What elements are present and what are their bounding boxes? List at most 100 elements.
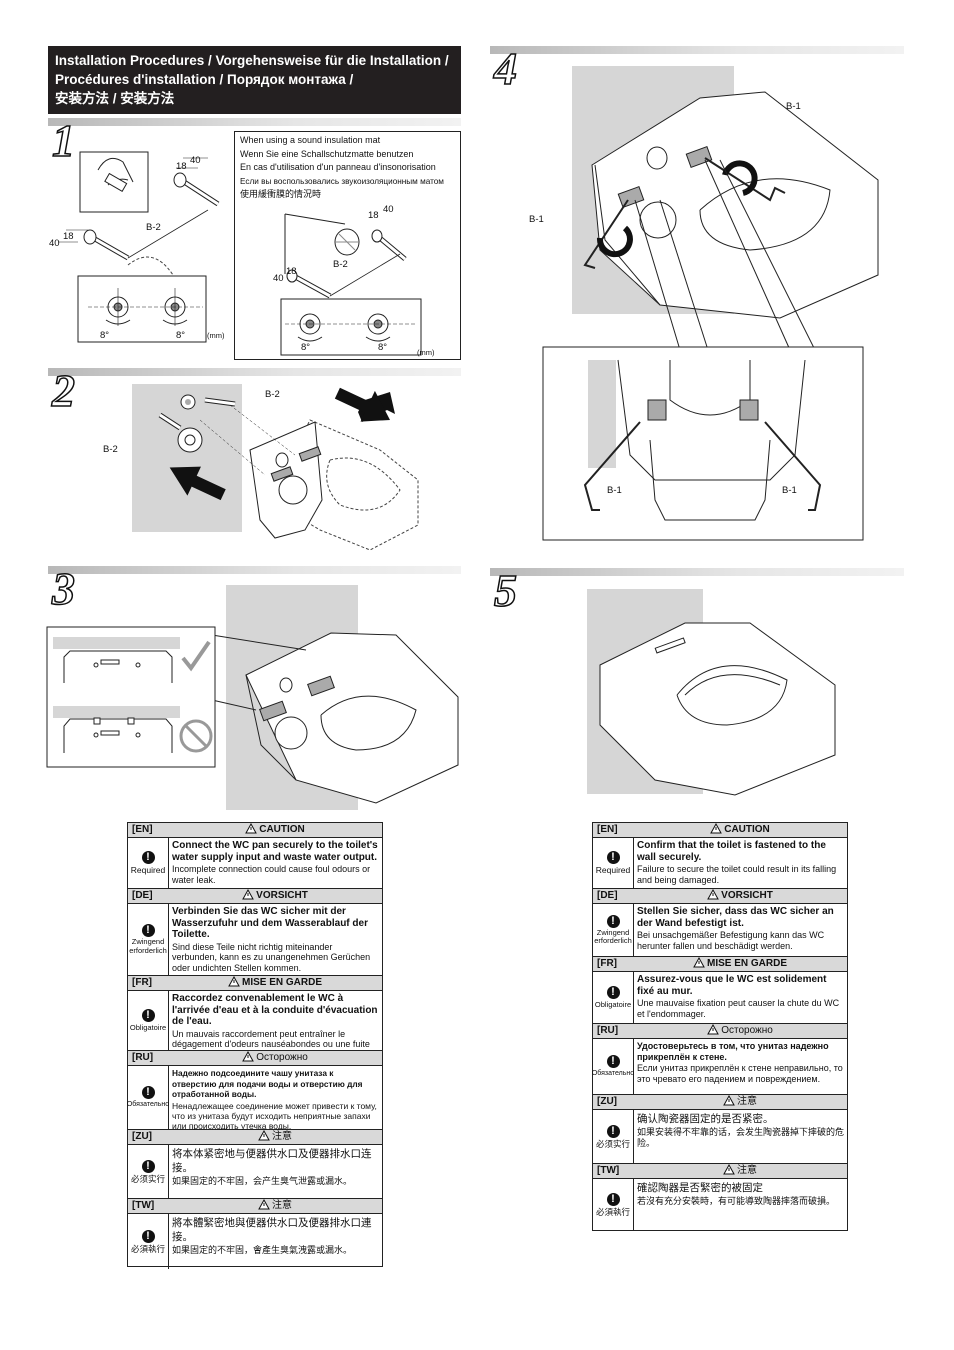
required-label: Обязательно (126, 1100, 170, 1108)
caution-title: MISE EN GARDE (241, 977, 322, 988)
lang-code: [RU] (597, 1025, 619, 1036)
warning-triangle-icon (258, 1199, 270, 1210)
caution-detail-text: 如果安装得不牢靠的话，会发生陶瓷器掉下摔破的危险。 (637, 1127, 845, 1148)
required-label: Obligatoire (594, 999, 632, 1009)
step2-part-b2-top: B-2 (265, 389, 280, 400)
lang-code: [ZU] (132, 1131, 152, 1142)
required-label: Required (130, 865, 166, 875)
caution-title: VORSICHT (256, 890, 308, 901)
caution-main-text: Надежно подсоедините чашу унитаза к отве… (172, 1068, 363, 1099)
required-label: 必須執行 (595, 1207, 630, 1217)
required-label: Zwingend erforderlich (594, 927, 632, 945)
insulation-mat-box: When using a sound insulation mat Wenn S… (234, 131, 461, 360)
exclamation-circle-icon: ! (606, 1124, 620, 1138)
step-1-diagram (58, 151, 220, 343)
required-label: 必须实行 (595, 1138, 630, 1149)
caution-title: 注意 (272, 1200, 292, 1211)
step-2-bar (48, 368, 461, 376)
mat-note-en: When using a sound insulation mat (240, 135, 381, 145)
exclamation-circle-icon: ! (141, 1229, 155, 1243)
caution-detail-text: 如果固定的不牢固，会产生臭气泄露或漏水。 (172, 1176, 353, 1186)
caution-main-text: Assurez-vous que le WC est solidement fi… (637, 974, 827, 997)
warning-triangle-icon (707, 889, 720, 900)
caution-title: MISE EN GARDE (706, 958, 787, 969)
caution-main-text: 确认陶瓷器固定的是否紧密。 (637, 1113, 774, 1125)
caution-main-text: 将本体紧密地与便器供水口及便器排水口连接。 (172, 1148, 372, 1174)
step-5-diagram (587, 589, 836, 796)
exclamation-circle-icon: ! (606, 1054, 620, 1068)
lang-code: [DE] (597, 890, 618, 901)
lang-code: [EN] (597, 824, 618, 835)
exclamation-circle-icon: ! (606, 1193, 620, 1206)
step-2-number: 2 (51, 365, 76, 416)
required-label: Обязательно (591, 1069, 635, 1077)
header-line-1: Installation Procedures / Vorgehensweise… (55, 53, 449, 68)
caution-detail-text: Bei unsachgemäßer Befestigung kann das W… (637, 930, 825, 951)
warning-triangle-icon (258, 1130, 270, 1141)
caution-main-text: Stellen Sie sicher, dass das WC sicher a… (637, 906, 834, 929)
lang-code: [RU] (132, 1052, 154, 1063)
caution-main-text: 將本體緊密地與便器供水口及便器排水口連接。 (172, 1217, 372, 1243)
step4-part-b1-top: B-1 (786, 101, 801, 112)
header-line-2: Procédures d'installation / Порядок монт… (55, 72, 354, 87)
caution-title: 注意 (272, 1131, 292, 1142)
caution-title: CAUTION (259, 824, 305, 835)
lang-code: [TW] (132, 1200, 155, 1211)
lang-code: [FR] (132, 977, 152, 988)
mat-dim-40-bottom: 40 (273, 273, 284, 284)
mat-dim-18-top: 18 (368, 210, 379, 221)
caution-main-text: Удостоверьтесь в том, что унитаз надежно… (637, 1041, 829, 1062)
caution-title: CAUTION (724, 824, 770, 835)
lang-code: [DE] (132, 890, 153, 901)
angle-right: 8° (176, 330, 186, 341)
lang-code: [TW] (597, 1165, 620, 1176)
exclamation-circle-icon: ! (141, 1085, 155, 1099)
step-1-number: 1 (51, 115, 76, 166)
prohibited-icon (179, 719, 213, 753)
exclamation-circle-icon: ! (606, 914, 620, 928)
step-3-number: 3 (51, 563, 76, 614)
lang-code: [ZU] (597, 1096, 617, 1107)
caution-title: VORSICHT (721, 890, 773, 901)
required-label: 必須執行 (130, 1243, 165, 1254)
exclamation-circle-icon: ! (606, 985, 620, 999)
mat-angle-right: 8° (378, 342, 388, 353)
required-label: Zwingend erforderlich (129, 937, 167, 955)
warning-triangle-icon (228, 976, 240, 987)
warning-triangle-icon (242, 889, 255, 900)
caution-title: Осторожно (256, 1052, 308, 1063)
caution-detail-text: Если унитаз прикреплён к стене неправиль… (637, 1063, 843, 1084)
caution-main-text: Connect the WC pan securely to the toile… (172, 840, 378, 863)
header-line-3: 安装方法 / 安装方法 (55, 91, 175, 106)
mat-dim-18-bottom: 18 (286, 266, 297, 277)
mat-dim-40-top: 40 (383, 204, 394, 215)
mat-diagram (280, 213, 422, 356)
mat-angle-left: 8° (301, 342, 311, 353)
caution-detail-text: 若沒有充分安裝時，有可能導致陶器摔落而破損。 (637, 1196, 836, 1206)
caution-detail-text: Incomplete connection could cause foul o… (172, 864, 371, 885)
step-3-bar (48, 566, 461, 574)
required-label: Obligatoire (129, 1022, 167, 1032)
unit-mm: (mm) (207, 331, 225, 340)
dim-40-top: 40 (190, 155, 201, 166)
caution-detail-text: Failure to secure the toilet could resul… (637, 864, 837, 885)
step-4-bar (490, 46, 904, 54)
required-label: Required (595, 865, 631, 875)
exclamation-circle-icon: ! (141, 1008, 155, 1022)
warning-triangle-icon (723, 1164, 735, 1175)
step-5-bar (490, 568, 904, 576)
caution-detail-text: Sind diese Teile nicht richtig miteinand… (172, 941, 371, 973)
warning-triangle-icon (723, 1095, 735, 1106)
mat-note-tw: 使用緩衝膜的情況時 (240, 189, 322, 199)
step4-part-b1-box-right: B-1 (782, 485, 797, 496)
caution-title: 注意 (737, 1096, 757, 1107)
mat-part-b2: B-2 (333, 259, 348, 270)
exclamation-circle-icon: ! (141, 924, 155, 937)
mat-note-ru: Если вы воспользовались звукоизоляционны… (240, 176, 444, 186)
angle-left: 8° (100, 330, 110, 341)
step-4-number: 4 (493, 43, 518, 94)
step-5-number: 5 (493, 565, 518, 616)
caution-main-text: 確認陶器是否緊密的被固定 (637, 1182, 763, 1194)
caution-detail-text: 如果固定的不牢固，會產生臭氣洩露或漏水。 (172, 1245, 353, 1255)
warning-triangle-icon (245, 823, 258, 834)
